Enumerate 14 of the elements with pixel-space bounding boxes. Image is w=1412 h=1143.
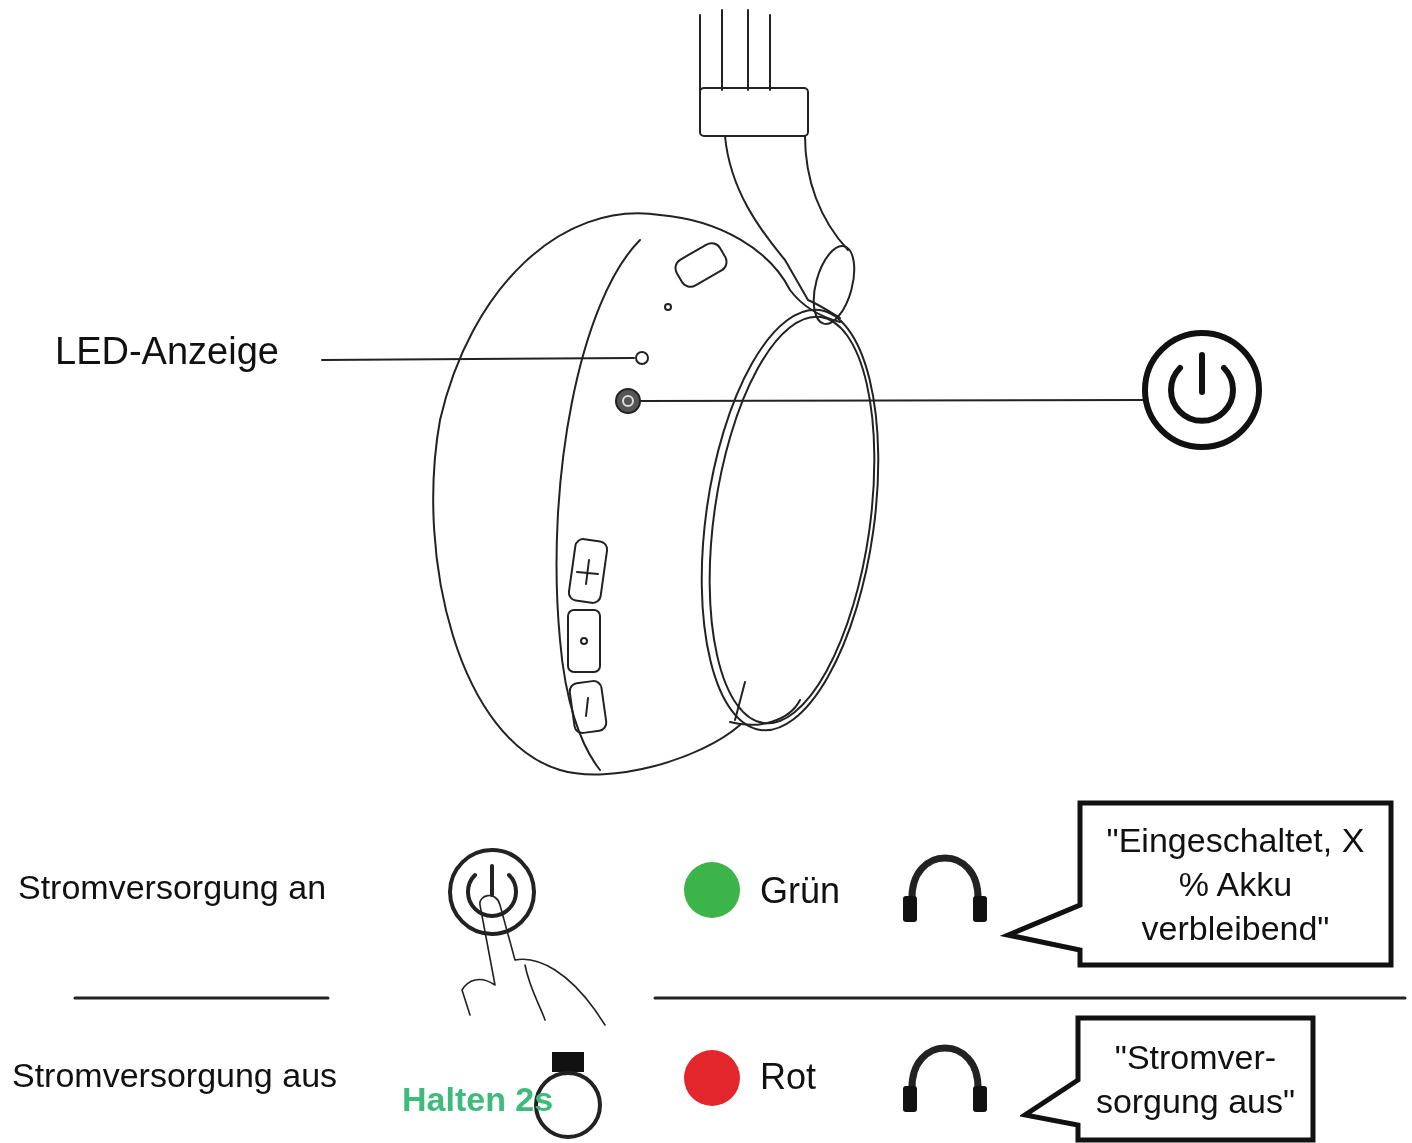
speech-bubble	[1020, 1015, 1316, 1143]
speech-text: "Stromver- sorgung aus"	[1094, 1036, 1297, 1122]
speech-text: "Eingeschaltet, X % Akku verbleibend"	[1105, 819, 1366, 950]
legend-label: Rot	[760, 1056, 817, 1098]
power-icon	[1142, 330, 1262, 450]
part-label: LED-Anzeige	[55, 330, 279, 373]
leader-line	[321, 357, 635, 361]
row-label: Stromversorgung aus	[12, 1056, 338, 1095]
row-label: Stromversorgung an	[18, 868, 327, 907]
legend-label: Grün	[760, 870, 841, 912]
power-button	[615, 388, 641, 414]
speech-bubble	[1000, 800, 1394, 968]
leader-line	[640, 399, 1146, 402]
led-indicator	[635, 351, 649, 365]
